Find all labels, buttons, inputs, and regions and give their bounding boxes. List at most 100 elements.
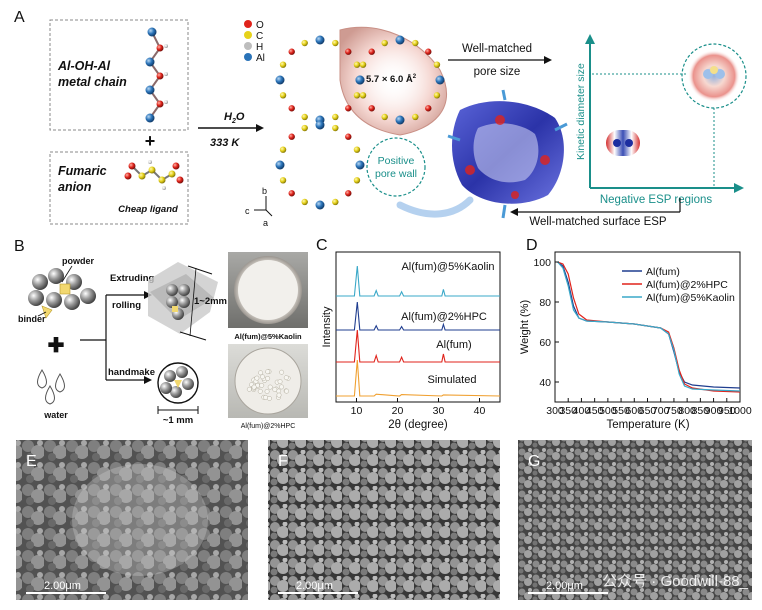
esp-plot: [585, 34, 747, 193]
scalebar-g-label: 2.00μm: [546, 580, 583, 592]
tga-xtick-label: 550: [612, 405, 630, 417]
hpc-bead: [279, 369, 285, 375]
positive-pore-label-line1: Positive: [378, 155, 415, 167]
pellet-size-big: 1~2mm: [194, 296, 227, 307]
framework-atom: [355, 160, 365, 170]
extruded-pellet: [148, 262, 218, 341]
rolling-label: rolling: [112, 300, 141, 311]
fumaric-label-line1: Fumaric: [58, 164, 107, 178]
handmade-pellet: [157, 362, 199, 414]
well-matched-line1: Well-matched: [462, 43, 532, 55]
tga-xtick-label: 600: [626, 405, 644, 417]
framework-atom: [345, 133, 352, 140]
axis-a: a: [263, 218, 268, 228]
tga-xtick-label: 450: [586, 405, 604, 417]
surface-esp-label: Well-matched surface ESP: [529, 216, 667, 228]
xrd-label-kaolin: Al(fum)@5%Kaolin: [401, 261, 494, 273]
sweep-arrow: [396, 196, 474, 218]
framework-atom: [332, 124, 339, 132]
framework-atom: [353, 146, 361, 153]
panel-d-label: D: [526, 237, 538, 254]
framework-atom: [412, 113, 419, 121]
panel-e: E 2.00μm: [16, 440, 248, 600]
framework-atom: [412, 39, 419, 47]
well-matched-line2: pore size: [474, 66, 521, 78]
hpc-bead: [284, 388, 290, 394]
esp-xlabel: Negative ESP regions: [600, 194, 713, 206]
framework-atom: [332, 39, 339, 47]
panel-a: A Al-OH-Al metal chain + Fumaric anion: [14, 9, 747, 228]
framework-atom: [345, 48, 352, 55]
framework-atom: [279, 61, 287, 68]
powder-label: powder: [62, 256, 94, 266]
legend-label-h: H: [256, 42, 263, 53]
framework-atom: [332, 113, 339, 121]
xrd-series-line: [336, 329, 500, 363]
photo-hpc: [228, 344, 308, 418]
reaction-condition-temp: 333 K: [210, 137, 240, 149]
tga-ticks: 3003504004505005506006507007508008509009…: [533, 257, 751, 417]
tga-xtick-label: 700: [652, 405, 670, 417]
xrd-tick-label: 10: [351, 405, 363, 417]
xrd-ylabel: Intensity: [321, 306, 333, 347]
tga-series: [557, 261, 741, 393]
sem-image-g: [518, 440, 752, 600]
framework-atom: [435, 75, 445, 85]
legend-label-o: O: [256, 20, 264, 31]
legend-label-c: C: [256, 31, 263, 42]
framework-atom: [345, 190, 352, 197]
hpc-bead: [267, 384, 273, 390]
framework-atom: [288, 105, 295, 112]
framework-atom: [353, 61, 361, 68]
axis-c: c: [245, 206, 250, 216]
hpc-bead: [265, 369, 271, 375]
plus-sign-b: ✚: [48, 335, 65, 357]
tga-xtick-label: 500: [599, 405, 617, 417]
xrd-series-line: [336, 301, 500, 331]
panel-a-label: A: [14, 9, 25, 26]
tga-xtick-label: 850: [692, 405, 710, 417]
tga-legend-label: Al(fum)@2%HPC: [646, 279, 728, 291]
panel-b-label: B: [14, 238, 25, 255]
legend-atom-h: [244, 42, 252, 50]
xrd-tick-label: 40: [474, 405, 486, 417]
metal-chain-label-line2: metal chain: [58, 75, 127, 89]
framework-atom: [395, 35, 405, 45]
panel-c-label: C: [316, 237, 328, 254]
framework-atom: [353, 177, 361, 184]
legend-label-al: Al: [256, 53, 265, 64]
hpc-bead: [283, 375, 289, 381]
metal-chain-label-line1: Al-OH-Al: [57, 59, 111, 73]
framework-atom: [301, 198, 308, 206]
framework-atom: [315, 120, 325, 130]
xrd-series: [336, 265, 501, 397]
mof-framework: [275, 26, 447, 210]
tga-xtick-label: 950: [718, 405, 736, 417]
water-drops: [37, 369, 65, 405]
xrd-ticks: 10 20 30 40: [351, 398, 486, 417]
positive-pore-label-line2: pore wall: [375, 168, 417, 180]
sem-image-e: [16, 440, 248, 600]
fumaric-model: [124, 160, 184, 190]
xrd-tick-label: 20: [392, 405, 404, 417]
hpc-bead: [246, 386, 252, 392]
framework-atom: [381, 113, 388, 121]
xrd-xlabel: 2θ (degree): [388, 419, 448, 431]
xrd-tick-label: 30: [433, 405, 445, 417]
xrd-series-line: [336, 265, 500, 297]
hpc-bead: [257, 388, 263, 394]
framework-atom: [301, 124, 308, 132]
axis-b: b: [262, 186, 267, 196]
esp-ylabel: Kinetic diameter size: [575, 63, 587, 160]
crystal-axes: [254, 196, 273, 217]
framework-atom: [395, 115, 405, 125]
reaction-condition-water: H2O: [224, 111, 245, 125]
metal-chain-box: [49, 19, 189, 131]
tga-xtick-label: 800: [678, 405, 696, 417]
framework-atom: [368, 48, 375, 55]
tga-legend-label: Al(fum): [646, 266, 680, 278]
legend-atom-al: [244, 53, 252, 61]
panel-f-label: F: [278, 453, 288, 470]
framework-atom: [345, 105, 352, 112]
